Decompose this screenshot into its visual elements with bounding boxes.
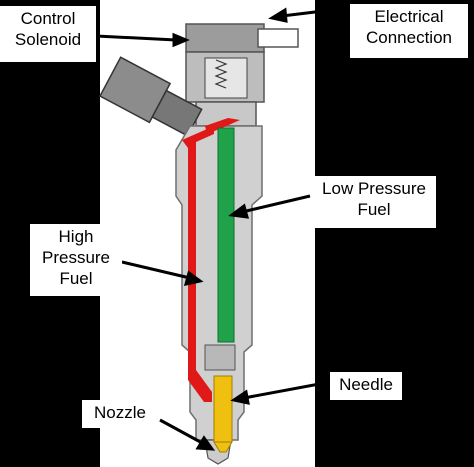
label-low-pressure-fuel: Low Pressure Fuel [312,176,436,228]
label-electrical-connection-line2: Connection [365,28,452,47]
solenoid-coil [204,57,248,99]
pointer-low-pressure [241,194,311,214]
label-low-pressure-fuel-line1: Low Pressure [322,179,426,198]
label-low-pressure-fuel-line2: Fuel [357,200,391,219]
pointer-nozzle [159,418,205,446]
arrow-nozzle [195,435,216,451]
needle-body [213,375,233,443]
label-nozzle-text: Nozzle [94,403,146,422]
label-nozzle: Nozzle [82,400,158,428]
solenoid-spring [214,59,228,89]
pointer-control-solenoid [95,34,177,42]
arrow-needle [230,389,250,405]
label-high-pressure-fuel-line1: High [58,227,94,246]
fuel-inlet-connector [98,56,203,137]
label-control-solenoid-line1: Control [20,9,76,28]
label-control-solenoid-line2: Solenoid [14,30,82,49]
label-needle-text: Needle [339,375,393,394]
needle-tip [213,441,233,453]
arrow-low-pressure [228,203,250,219]
label-control-solenoid: Control Solenoid [0,6,96,62]
arrow-electrical-connection [268,7,288,23]
label-electrical-connection-line1: Electrical [374,7,444,26]
arrow-high-pressure [183,270,204,286]
high-pressure-passage [182,126,214,402]
label-high-pressure-fuel-line2: Pressure [41,248,111,267]
label-needle: Needle [330,372,402,400]
pointer-needle [243,380,331,400]
label-electrical-connection: Electrical Connection [350,4,468,58]
low-pressure-column [217,127,235,343]
pointer-high-pressure [121,260,191,280]
pointer-electrical-connection [281,6,349,18]
arrow-control-solenoid [172,32,190,48]
high-pressure-passage-inner [205,118,240,134]
electrical-connector-block [185,23,265,53]
label-high-pressure-fuel-line3: Fuel [59,269,93,288]
nozzle-holder [204,344,236,371]
connector-slot [257,28,299,48]
label-high-pressure-fuel: High Pressure Fuel [30,224,122,296]
